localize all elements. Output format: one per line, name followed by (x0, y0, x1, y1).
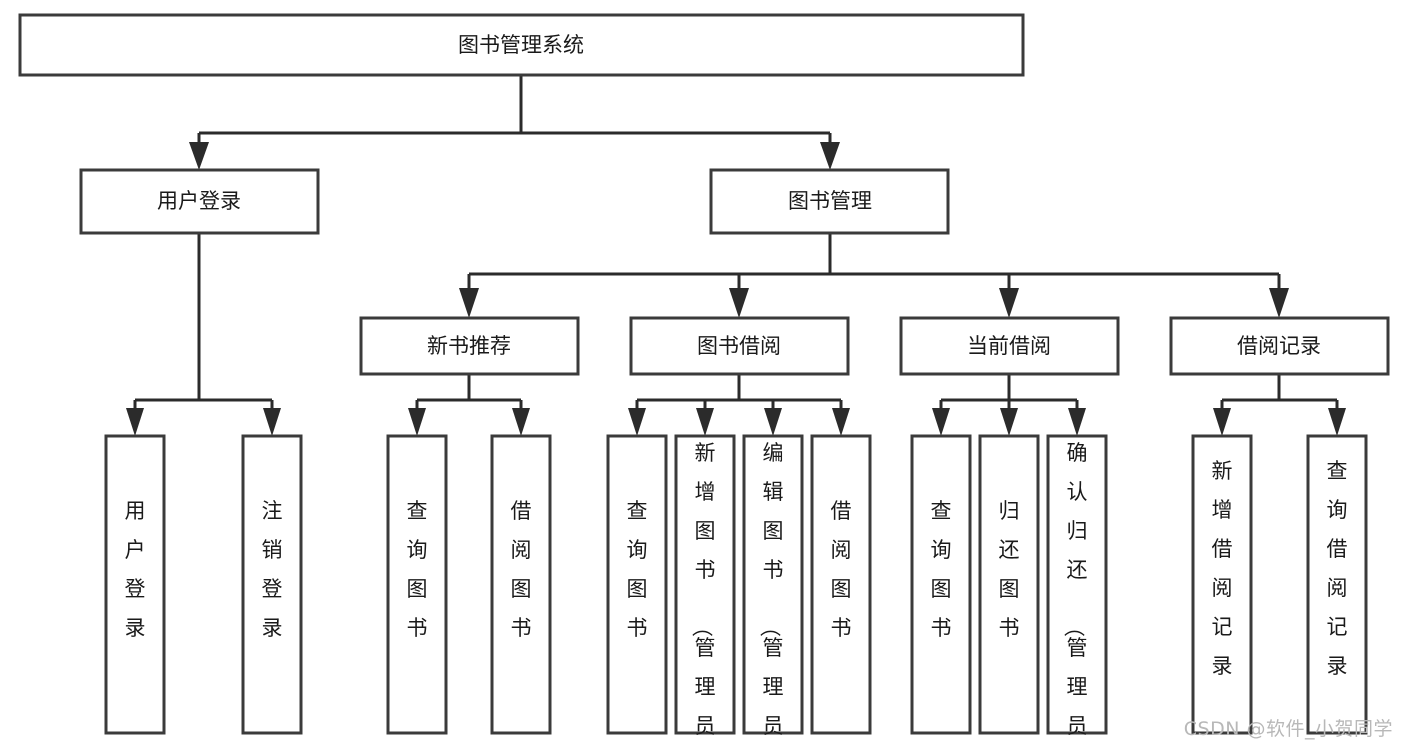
arrow-head-borrow-record (1269, 288, 1289, 318)
leaf-edit-book-box[interactable] (742, 434, 804, 735)
leaf-confirm-return-box[interactable] (1046, 434, 1108, 735)
connector-group-current-borrow-leaves (932, 374, 1086, 436)
leaf-user-login-label: 用户登录 (125, 499, 146, 640)
leaf-node[interactable]: 查询借阅记录 (1306, 434, 1368, 735)
leaf-query-book-3-label: 查询图书 (931, 499, 952, 640)
node-current-borrow[interactable]: 当前借阅 (899, 316, 1120, 376)
leaf-return-book-label: 归还图书 (999, 499, 1020, 640)
leaf-node[interactable]: 查询图书 (910, 434, 972, 735)
arrow-head-leaf-query-record (1328, 408, 1346, 436)
arrow-head-new-book-recommend (459, 288, 479, 318)
node-book-borrow-label: 图书借阅 (697, 334, 781, 358)
node-current-borrow-label: 当前借阅 (967, 334, 1051, 358)
arrow-head-leaf-return-book (1000, 408, 1018, 436)
arrow-head-leaf-edit-book (764, 408, 782, 436)
leaf-node[interactable]: 新增图书（管理员） (674, 434, 736, 747)
leaf-borrow-book-1-box[interactable] (490, 434, 552, 735)
node-user-login[interactable]: 用户登录 (79, 168, 320, 235)
leaf-query-book-2-box[interactable] (606, 434, 668, 735)
leaf-return-book-box[interactable] (978, 434, 1040, 735)
leaf-node[interactable]: 借阅图书 (810, 434, 872, 735)
connector-group-user-login-leaves (126, 233, 281, 436)
leaf-query-record-box[interactable] (1306, 434, 1368, 735)
connector-group-book-manage (459, 233, 1289, 318)
arrow-head-user-login (189, 142, 209, 170)
connector-group-book-borrow-leaves (628, 374, 850, 436)
leaf-query-record-label: 查询借阅记录 (1327, 459, 1348, 678)
leaf-logout-label: 注销登录 (262, 499, 283, 640)
leaf-node[interactable]: 注销登录 (241, 434, 303, 735)
leaf-node[interactable]: 归还图书 (978, 434, 1040, 735)
node-root-box[interactable] (18, 13, 1025, 77)
leaf-node[interactable]: 查询图书 (606, 434, 668, 735)
leaf-node[interactable]: 新增借阅记录 (1191, 434, 1253, 735)
leaf-confirm-return-label: 确认归还（管理员） (1062, 441, 1088, 747)
leaf-add-record-box[interactable] (1191, 434, 1253, 735)
leaf-borrow-book-2-label: 借阅图书 (831, 499, 852, 640)
leaf-borrow-book-2-box[interactable] (810, 434, 872, 735)
arrow-head-book-manage (820, 142, 840, 170)
arrow-head-leaf-confirm-return (1068, 408, 1086, 436)
arrow-head-leaf-query-book-1 (408, 408, 426, 436)
node-user-login-box[interactable] (79, 168, 320, 235)
connector-group-root (189, 75, 840, 170)
leaf-borrow-book-1-label: 借阅图书 (511, 499, 532, 640)
node-user-login-label: 用户登录 (157, 189, 241, 213)
leaf-node[interactable]: 用户登录 (104, 434, 166, 735)
connector-group-new-book-leaves (408, 374, 530, 436)
leaf-node[interactable]: 借阅图书 (490, 434, 552, 735)
node-new-book-recommend-box[interactable] (359, 316, 580, 376)
node-root-label: 图书管理系统 (458, 33, 584, 57)
arrow-head-leaf-query-book-3 (932, 408, 950, 436)
leaf-node[interactable]: 查询图书 (386, 434, 448, 735)
leaf-edit-book-label: 编辑图书（管理员） (758, 441, 784, 747)
csdn-watermark: CSDN @软件_小贺同学 (1183, 718, 1393, 740)
node-book-borrow-box[interactable] (629, 316, 850, 376)
leaf-query-book-1-box[interactable] (386, 434, 448, 735)
node-book-manage[interactable]: 图书管理 (709, 168, 950, 235)
arrow-head-current-borrow (999, 288, 1019, 318)
leaf-query-book-1-label: 查询图书 (407, 499, 428, 640)
arrow-head-leaf-add-record (1213, 408, 1231, 436)
node-book-manage-label: 图书管理 (788, 189, 872, 213)
leaf-logout-box[interactable] (241, 434, 303, 735)
arrow-head-leaf-user-login (126, 408, 144, 436)
leaf-user-login-box[interactable] (104, 434, 166, 735)
arrow-head-leaf-add-book (696, 408, 714, 436)
node-new-book-recommend[interactable]: 新书推荐 (359, 316, 580, 376)
arrow-head-book-borrow (729, 288, 749, 318)
leaf-query-book-2-label: 查询图书 (627, 499, 648, 640)
leaf-add-record-label: 新增借阅记录 (1212, 459, 1233, 678)
leaf-add-book-box[interactable] (674, 434, 736, 735)
node-borrow-record-box[interactable] (1169, 316, 1390, 376)
node-current-borrow-box[interactable] (899, 316, 1120, 376)
arrow-head-leaf-borrow-book-1 (512, 408, 530, 436)
leaf-query-book-3-box[interactable] (910, 434, 972, 735)
node-root[interactable]: 图书管理系统 (18, 13, 1025, 77)
leaf-node[interactable]: 编辑图书（管理员） (742, 434, 804, 747)
node-book-borrow[interactable]: 图书借阅 (629, 316, 850, 376)
arrow-head-leaf-query-book-2 (628, 408, 646, 436)
node-new-book-recommend-label: 新书推荐 (427, 334, 511, 358)
node-borrow-record-label: 借阅记录 (1237, 334, 1321, 358)
leaf-node[interactable]: 确认归还（管理员） (1046, 434, 1108, 747)
arrow-head-leaf-borrow-book-2 (832, 408, 850, 436)
connector-group-borrow-record-leaves (1213, 374, 1346, 436)
node-book-manage-box[interactable] (709, 168, 950, 235)
node-borrow-record[interactable]: 借阅记录 (1169, 316, 1390, 376)
leaf-add-book-label: 新增图书（管理员） (690, 441, 716, 747)
arrow-head-leaf-logout (263, 408, 281, 436)
